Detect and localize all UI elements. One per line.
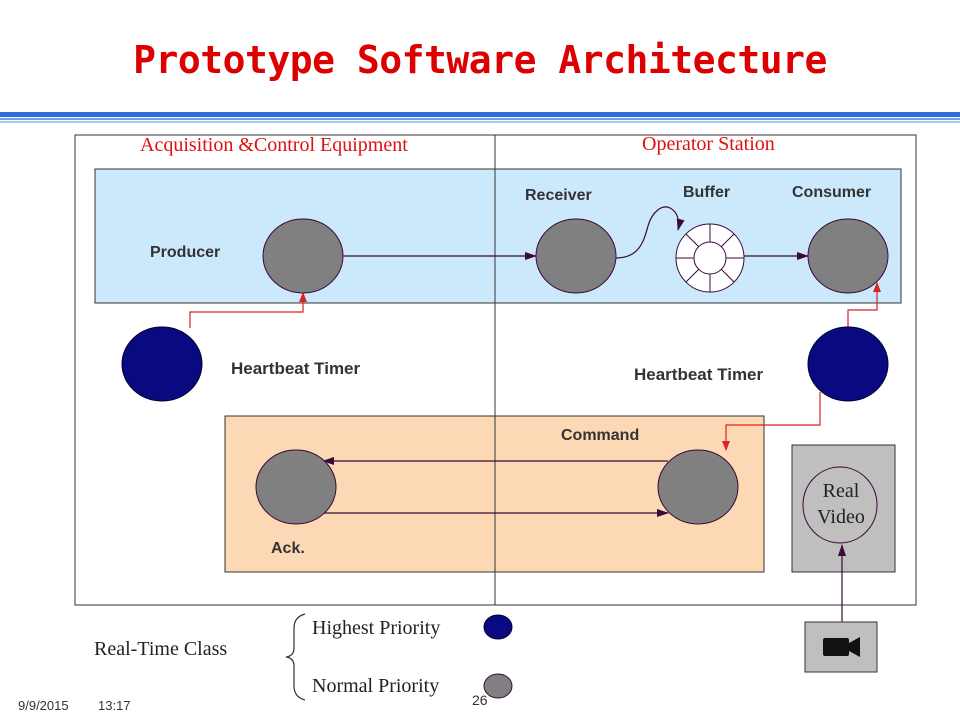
page-title: Prototype Software Architecture	[133, 38, 827, 82]
legend-highest-label: Highest Priority	[312, 617, 441, 639]
legend-brace	[285, 613, 306, 701]
ring-buffer-icon	[675, 223, 745, 293]
right-heartbeat-label: Heartbeat Timer	[634, 365, 764, 384]
producer-label: Producer	[150, 244, 221, 261]
ack-label: Ack.	[271, 540, 305, 557]
buffer-label: Buffer	[683, 184, 731, 201]
consumer-label: Consumer	[792, 184, 872, 201]
command-node	[657, 449, 739, 525]
ack-node	[255, 449, 337, 525]
receiver-node	[535, 218, 617, 294]
legend-class-label: Real-Time Class	[94, 638, 228, 660]
section-label-acquisition: Acquisition &Control Equipment	[140, 134, 408, 156]
left-heartbeat-arrow	[189, 292, 307, 328]
command-label: Command	[561, 427, 640, 444]
real-video-label: Real Video	[817, 480, 865, 528]
left-heartbeat-timer-node	[121, 326, 203, 402]
camera-icon	[804, 621, 878, 673]
right-heartbeat-to-command-arrow	[722, 392, 821, 451]
producer-node	[262, 218, 344, 294]
page-number: 26	[472, 692, 488, 708]
receiver-label: Receiver	[525, 187, 592, 204]
left-heartbeat-label: Heartbeat Timer	[231, 359, 361, 378]
consumer-node	[807, 218, 889, 294]
legend-normal-priority-swatch	[483, 673, 513, 699]
section-label-operator: Operator Station	[642, 133, 775, 155]
footer-date: 9/9/2015	[18, 698, 69, 713]
legend-high-priority-swatch	[483, 614, 513, 640]
header-rule	[0, 112, 960, 123]
receiver-to-buffer-arrow	[615, 206, 685, 259]
legend-normal-label: Normal Priority	[312, 675, 440, 697]
right-heartbeat-timer-node	[807, 326, 889, 402]
right-heartbeat-to-consumer-arrow	[847, 282, 881, 328]
footer-time: 13:17	[98, 698, 131, 713]
dataflow-region	[94, 168, 902, 304]
real-video-node	[802, 466, 878, 544]
